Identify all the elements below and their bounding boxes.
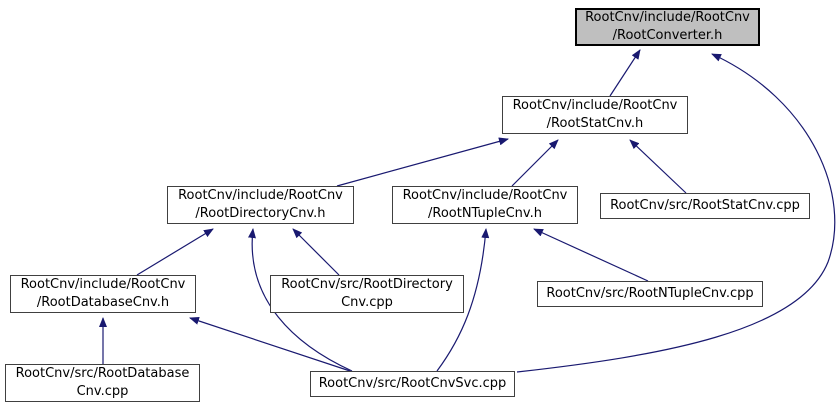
edge-root-cnv-svc-cpp-to-root-directory-cnv-h: [248, 228, 353, 372]
node-root-directory-cnv-cpp[interactable]: RootCnv/src/RootDirectory Cnv.cpp: [270, 275, 464, 313]
node-root-ntuple-cnv-h[interactable]: RootCnv/include/RootCnv /RootNTupleCnv.h: [392, 186, 578, 224]
node-root-stat-cnv-cpp[interactable]: RootCnv/src/RootStatCnv.cpp: [600, 193, 810, 219]
node-root-stat-cnv-h[interactable]: RootCnv/include/RootCnv /RootStatCnv.h: [502, 96, 688, 134]
node-root-directory-cnv-h[interactable]: RootCnv/include/RootCnv /RootDirectoryCn…: [167, 186, 354, 224]
node-root-database-cnv-h[interactable]: RootCnv/include/RootCnv /RootDatabaseCnv…: [10, 275, 196, 313]
node-root-cnv-svc-cpp[interactable]: RootCnv/src/RootCnvSvc.cpp: [310, 371, 515, 397]
edge-root-stat-cnv-cpp-to-root-stat-cnv-h: [629, 139, 687, 194]
edge-root-database-cnv-h-to-root-directory-cnv-h: [136, 228, 214, 276]
node-root-converter-h[interactable]: RootCnv/include/RootCnv /RootConverter.h: [575, 8, 760, 46]
edge-root-cnv-svc-cpp-to-root-database-cnv-h: [189, 317, 351, 372]
edge-root-cnv-svc-cpp-to-root-converter-h: [516, 53, 836, 373]
edge-root-directory-cnv-h-to-root-stat-cnv-h: [336, 137, 509, 187]
edge-root-ntuple-cnv-h-to-root-stat-cnv-h: [511, 139, 559, 187]
node-root-database-cnv-cpp[interactable]: RootCnv/src/RootDatabase Cnv.cpp: [5, 364, 200, 402]
edge-root-ntuple-cnv-cpp-to-root-ntuple-cnv-h: [533, 228, 649, 282]
edge-root-stat-cnv-h-to-root-converter-h: [609, 49, 641, 97]
node-root-ntuple-cnv-cpp[interactable]: RootCnv/src/RootNTupleCnv.cpp: [537, 281, 763, 307]
edge-root-cnv-svc-cpp-to-root-ntuple-cnv-h: [436, 228, 490, 372]
edge-root-directory-cnv-cpp-to-root-directory-cnv-h: [292, 228, 340, 276]
